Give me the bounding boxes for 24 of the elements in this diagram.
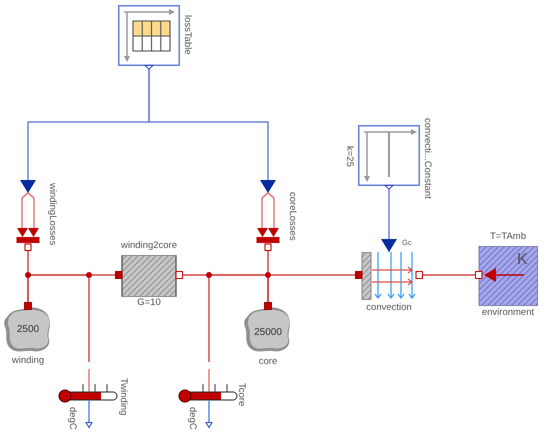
parameter-label: T=TAmb	[490, 232, 526, 243]
component-label: coreLosses	[286, 192, 297, 241]
value-label: 2500	[16, 324, 40, 336]
component-label: windingLosses	[46, 183, 57, 246]
component-label: convection	[366, 303, 412, 314]
parameter-label: G=10	[137, 298, 161, 309]
component-label: winding	[12, 356, 44, 367]
arrow	[148, 69, 276, 193]
arrow	[381, 189, 397, 252]
connector-line	[267, 274, 355, 302]
component-label: Tcore	[235, 383, 246, 406]
component-label: lossTable	[181, 15, 192, 55]
component-label: environment	[482, 308, 534, 319]
component-label: Twinding	[117, 378, 128, 416]
connector-line	[423, 274, 475, 276]
component-label: winding2core	[121, 241, 177, 252]
parameter-label: k=25	[343, 146, 354, 167]
component-label: convecti...Constant	[421, 118, 432, 199]
unit-label: degC	[66, 407, 77, 430]
connector-line	[27, 274, 90, 362]
unit-label: degC	[186, 407, 197, 430]
component-label: core	[258, 357, 278, 368]
value-label: 25000	[254, 327, 282, 338]
unit-label: K	[517, 251, 528, 270]
